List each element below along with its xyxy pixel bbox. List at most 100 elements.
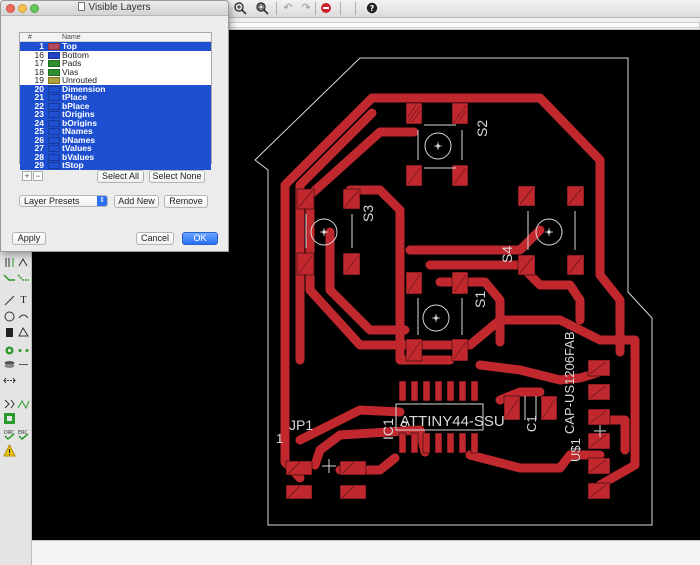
remove-layer-button[interactable]: − xyxy=(33,171,43,181)
layer-list-header: # Name xyxy=(20,33,211,42)
select-none-button[interactable]: Select None xyxy=(149,170,205,183)
command-line[interactable] xyxy=(229,22,700,28)
mirror-icon[interactable] xyxy=(3,256,16,269)
layer-number: 18 xyxy=(34,66,44,77)
check-icon[interactable]: ERC xyxy=(17,428,30,441)
add-new-button[interactable]: Add New xyxy=(114,195,159,208)
erc-icon[interactable]: DRC xyxy=(3,428,16,441)
layer-presets-select[interactable]: Layer Presets⇕ xyxy=(19,195,108,207)
close-icon[interactable] xyxy=(6,4,15,13)
layer-name: tValues xyxy=(62,143,92,153)
toolbar-separator xyxy=(355,2,356,15)
switch-centers xyxy=(320,142,553,322)
apply-button[interactable]: Apply xyxy=(12,232,46,245)
layer-color-swatch xyxy=(48,119,60,127)
signal-icon[interactable] xyxy=(17,344,30,357)
layer-name: tPlace xyxy=(62,92,88,102)
layer-row[interactable]: 25 tNames xyxy=(20,127,211,136)
redo-icon[interactable]: ↷ xyxy=(301,2,311,14)
layer-number: 21 xyxy=(34,92,44,102)
dialog-titlebar[interactable]: Visible Layers xyxy=(1,1,228,16)
layer-color-swatch xyxy=(48,43,60,50)
layer-row[interactable]: 27 tValues xyxy=(20,144,211,153)
labels: S2 S3 S4 S1 IC1 ATTINY44-SSU CAP-US1206F… xyxy=(276,120,583,462)
help-icon[interactable]: ? xyxy=(366,1,378,16)
via-icon[interactable] xyxy=(3,344,16,357)
hole-icon[interactable] xyxy=(17,358,30,371)
arc-icon[interactable] xyxy=(17,310,30,323)
layer-number: 25 xyxy=(34,126,44,136)
layer-name: tOrigins xyxy=(62,109,95,119)
layer-color-swatch xyxy=(48,102,60,110)
layer-name: Dimension xyxy=(62,83,106,94)
select-all-button[interactable]: Select All xyxy=(97,170,144,183)
label-c1: C1 xyxy=(524,415,539,432)
autoroute-icon[interactable] xyxy=(3,398,16,411)
board-outline xyxy=(254,57,653,526)
optimize-icon[interactable] xyxy=(17,398,30,411)
layer-name: bValues xyxy=(62,151,95,162)
text-icon[interactable]: T xyxy=(20,295,27,306)
stop-icon[interactable] xyxy=(320,1,332,16)
wire-icon[interactable] xyxy=(3,294,16,307)
ripup-icon[interactable] xyxy=(17,272,30,285)
layer-number: 27 xyxy=(34,143,44,153)
label-u1: U$1 xyxy=(568,438,583,462)
layer-color-swatch xyxy=(48,51,60,59)
polygon-icon[interactable] xyxy=(17,326,30,339)
layer-color-swatch xyxy=(48,153,60,161)
column-name[interactable]: Name xyxy=(62,34,81,41)
layer-color-swatch xyxy=(48,94,60,101)
add-layer-button[interactable]: + xyxy=(22,171,32,181)
rect-icon[interactable] xyxy=(3,326,16,339)
traces xyxy=(280,93,640,490)
layers-icon[interactable] xyxy=(3,358,16,371)
command-bar xyxy=(229,18,700,30)
minimize-icon[interactable] xyxy=(18,4,27,13)
label-pin1: 1 xyxy=(276,431,283,446)
layer-color-swatch xyxy=(48,162,60,169)
horizontal-scrollbar[interactable] xyxy=(32,540,700,565)
zoom-icon[interactable] xyxy=(30,4,39,13)
cancel-button[interactable]: Cancel xyxy=(136,232,174,245)
layer-color-swatch xyxy=(48,111,60,118)
layer-presets-value: Layer Presets xyxy=(24,196,80,206)
layer-name: tNames xyxy=(62,126,93,136)
smash-icon[interactable] xyxy=(17,256,30,269)
dialog-title: Visible Layers xyxy=(88,2,151,13)
layer-name: Bottom xyxy=(62,49,89,60)
circle-icon[interactable] xyxy=(3,310,16,323)
toolbar-separator xyxy=(340,2,341,15)
label-s3: S3 xyxy=(360,205,376,222)
layer-row[interactable]: 21 tPlace xyxy=(20,93,211,102)
drc-icon[interactable] xyxy=(3,412,16,425)
zoom-in-icon[interactable] xyxy=(233,1,247,16)
column-num[interactable]: # xyxy=(28,34,32,41)
layer-number: 24 xyxy=(34,117,44,128)
ok-button[interactable]: OK xyxy=(182,232,218,245)
layer-name: Vias xyxy=(62,66,79,77)
undo-icon[interactable]: ↶ xyxy=(283,2,293,14)
warning-icon[interactable] xyxy=(3,443,16,457)
zoom-select-icon[interactable] xyxy=(255,1,269,16)
layer-color-swatch xyxy=(48,145,60,152)
remove-button[interactable]: Remove xyxy=(164,195,208,208)
route-icon[interactable] xyxy=(3,272,16,285)
ratsnest-icon[interactable] xyxy=(3,374,16,387)
layer-row[interactable]: 18 Vias xyxy=(20,66,211,77)
layer-color-swatch xyxy=(48,68,60,76)
layer-color-swatch xyxy=(48,128,60,135)
svg-text:DRC: DRC xyxy=(4,430,15,436)
